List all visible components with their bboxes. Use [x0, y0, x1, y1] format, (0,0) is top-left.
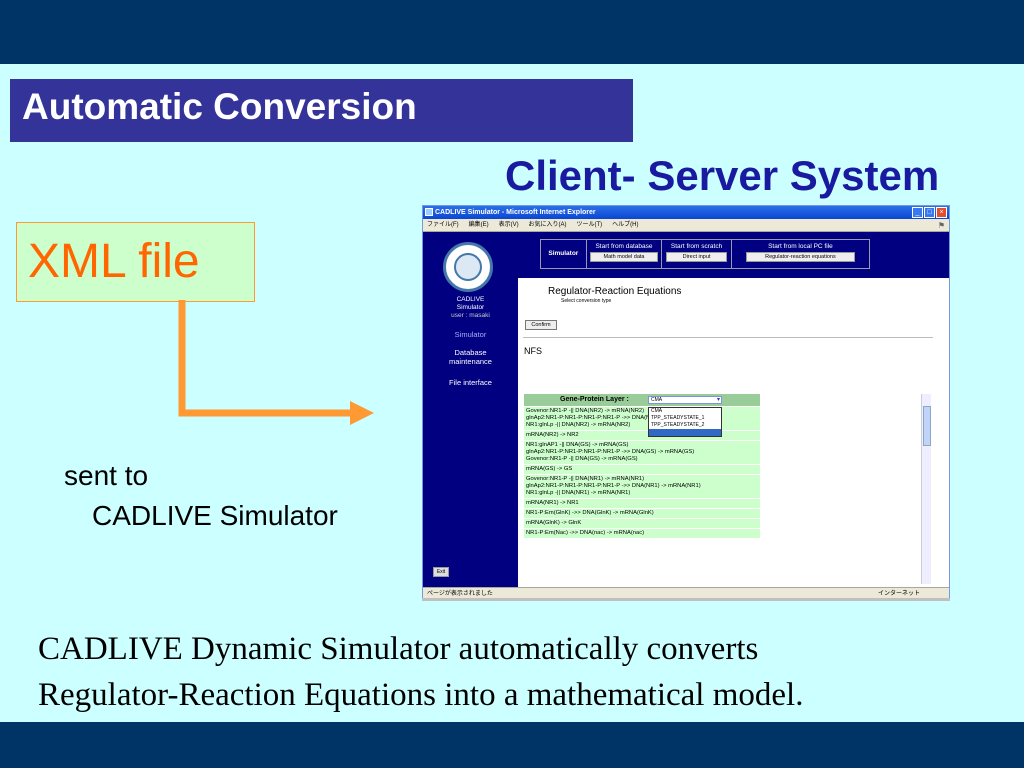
menu-tools[interactable]: ツール(T)	[576, 222, 603, 228]
description-line-2: Regulator-Reaction Equations into a math…	[38, 677, 804, 713]
ie-icon	[425, 208, 433, 216]
table-row: mRNA(GS) -> GS	[524, 464, 760, 474]
sent-to-label: sent to	[64, 460, 149, 491]
close-icon[interactable]: ×	[936, 207, 947, 218]
sidebar: CADLIVE Simulator user : masaki Simulato…	[423, 232, 518, 587]
scrollbar-thumb[interactable]	[923, 406, 931, 446]
menu-help[interactable]: ヘルプ(H)	[612, 222, 639, 228]
nav-group-title: Start from scratch	[670, 243, 723, 250]
window-shadow	[422, 598, 950, 601]
content-heading: Regulator-Reaction Equations	[548, 286, 682, 297]
flow-arrow-icon	[178, 300, 374, 425]
nav-group-title: Start from database	[595, 243, 653, 250]
slide-title: Automatic Conversion	[22, 86, 417, 127]
nfs-label: NFS	[524, 346, 542, 356]
math-model-data-button[interactable]: Math model data	[590, 252, 658, 262]
status-text: ページが表示されました	[427, 591, 493, 597]
xml-file-label: XML file	[28, 235, 200, 288]
nav-group-title: Start from local PC file	[768, 243, 833, 250]
content-subheading: Select conversion type	[561, 298, 612, 304]
regulator-reaction-equations-button[interactable]: Regulator-reaction equations	[745, 252, 856, 262]
bottom-bar	[0, 722, 1024, 768]
status-bar: ページが表示されました インターネット	[423, 587, 949, 600]
table-row: mRNA(NR1) -> NR1	[524, 498, 760, 508]
top-bar	[0, 0, 1024, 64]
maximize-icon[interactable]: □	[924, 207, 935, 218]
table-header: Gene-Protein Layer : CMA	[524, 394, 760, 406]
dropdown-option[interactable]: TPP_STEADYSTATE_1	[651, 415, 705, 421]
menu-file[interactable]: ファイル(F)	[427, 222, 459, 228]
table-row: NR1-P:Em(GlnK) ->> DNA(GlnK) -> mRNA(Gln…	[524, 508, 760, 518]
table-row: NR1-P:Em(Nac) ->> DNA(nac) -> mRNA(nac)	[524, 528, 760, 538]
table-row: mRNA(GlnK) -> GlnK	[524, 518, 760, 528]
cadlive-simulator-label: CADLIVE Simulator	[92, 500, 338, 531]
app-name: CADLIVE	[456, 296, 485, 303]
sidebar-item-file-interface[interactable]: File interface	[449, 378, 492, 387]
table-row: Govenor:NR1-P -|| DNA(NR2) -> mRNA(NR2)g…	[524, 406, 760, 430]
menu-edit[interactable]: 編集(E)	[468, 222, 489, 228]
equation-table: Gene-Protein Layer : CMA Govenor:NR1-P -…	[524, 394, 760, 579]
divider	[523, 337, 933, 338]
top-navigation: Simulator Start from database Math model…	[518, 232, 949, 278]
direct-input-button[interactable]: Direct input	[665, 252, 728, 262]
nav-group-local-file: Start from local PC file Regulator-react…	[732, 240, 869, 268]
nav-simulator-label: Simulator	[541, 240, 587, 268]
dropdown-option[interactable]: CMA	[651, 408, 663, 414]
sidebar-item-simulator[interactable]: Simulator	[454, 330, 487, 339]
menu-favorites[interactable]: お気に入り(A)	[528, 222, 567, 228]
app-sub: Simulator	[456, 304, 485, 311]
description-line-1: CADLIVE Dynamic Simulator automatically …	[38, 631, 759, 667]
university-logo-icon	[443, 242, 493, 292]
table-header-label: Gene-Protein Layer :	[560, 396, 629, 403]
browser-window: CADLIVE Simulator - Microsoft Internet E…	[422, 205, 950, 601]
minimize-icon[interactable]: _	[912, 207, 923, 218]
title-box	[10, 79, 633, 142]
conversion-type-dropdown: CMA TPP_STEADYSTATE_1 TPP_STEADYSTATE_2 …	[648, 407, 722, 437]
dropdown-option[interactable]: TPP_STEADYSTATE_2	[651, 422, 705, 428]
vertical-scrollbar[interactable]	[921, 394, 931, 584]
menu-view[interactable]: 表示(V)	[498, 222, 519, 228]
exit-button[interactable]: Exit	[433, 567, 449, 577]
table-row: NR1:glnAP1 -|| DNA(GS) -> mRNA(GS)glnAp2…	[524, 440, 760, 464]
table-row: mRNA(NR2) -> NR2	[524, 430, 760, 440]
confirm-button[interactable]: Confirm	[525, 320, 557, 330]
sidebar-item-database[interactable]: Database maintenance	[449, 348, 492, 366]
nav-group-scratch: Start from scratch Direct input	[662, 240, 732, 268]
web-page: CADLIVE Simulator user : masaki Simulato…	[423, 232, 949, 587]
user-label: user : masaki	[451, 312, 490, 319]
menu-bar: ファイル(F) 編集(E) 表示(V) お気に入り(A) ツール(T) ヘルプ(…	[423, 219, 949, 232]
table-row: Govenor:NR1-P -|| DNA(NR1) -> mRNA(NR1)g…	[524, 474, 760, 498]
dropdown-option[interactable]: TPP_RAPID	[649, 429, 721, 436]
conversion-type-select[interactable]: CMA	[648, 396, 722, 404]
zone-label: インターネット	[878, 591, 921, 597]
window-title: CADLIVE Simulator - Microsoft Internet E…	[423, 206, 949, 219]
nav-table: Simulator Start from database Math model…	[540, 239, 870, 269]
windows-flag-icon: ⚑	[937, 221, 945, 230]
client-server-heading: Client- Server System	[505, 152, 940, 199]
nav-group-database: Start from database Math model data	[587, 240, 663, 268]
xml-file-box	[16, 222, 255, 302]
description: CADLIVE Dynamic Simulator automatically …	[38, 626, 803, 718]
